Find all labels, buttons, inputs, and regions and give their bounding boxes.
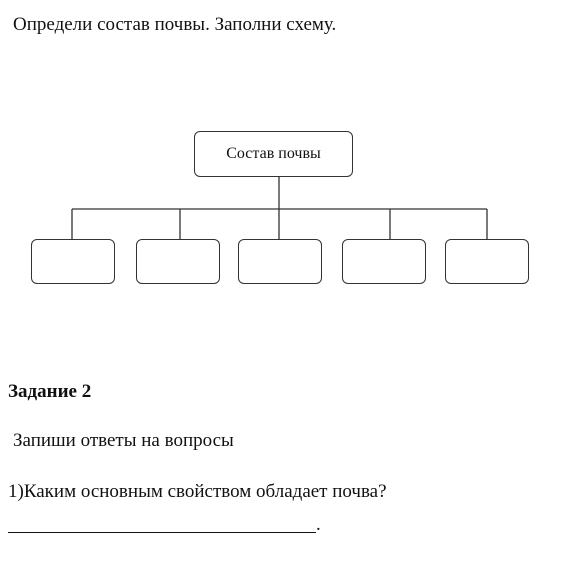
component-box-3[interactable] xyxy=(238,239,322,284)
task-heading: Задание 2 xyxy=(8,381,92,402)
answer-1-terminator: . xyxy=(316,514,321,535)
instruction-text: Определи состав почвы. Заполни схему. xyxy=(13,14,337,35)
component-box-4[interactable] xyxy=(342,239,426,284)
component-box-5[interactable] xyxy=(445,239,529,284)
component-box-2[interactable] xyxy=(136,239,220,284)
answer-1-line[interactable] xyxy=(8,512,316,533)
soil-composition-root-box: Состав почвы xyxy=(194,131,353,177)
component-box-1[interactable] xyxy=(31,239,115,284)
task-subtitle: Запиши ответы на вопросы xyxy=(13,430,234,451)
question-1-text: 1)Каким основным свойством обладает почв… xyxy=(8,481,387,502)
